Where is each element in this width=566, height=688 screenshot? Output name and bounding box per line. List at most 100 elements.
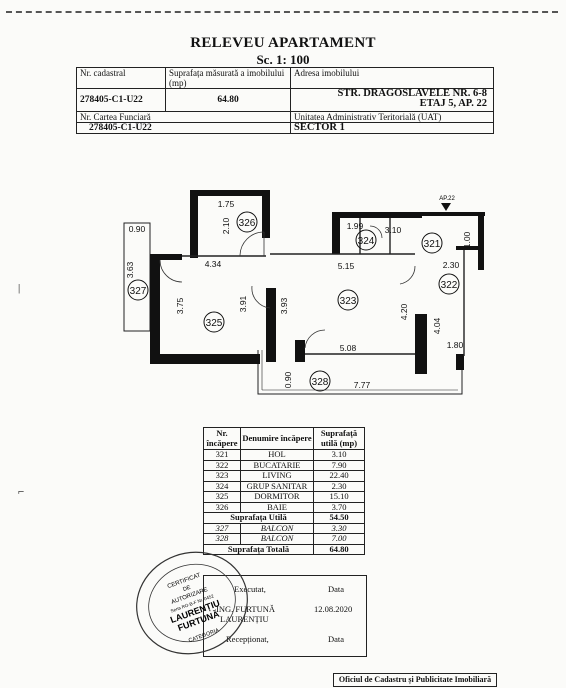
- top-dashed-border: [6, 11, 558, 13]
- door-arcs: [159, 225, 416, 349]
- office-label: Oficiul de Cadastru și Publicitate Imobi…: [333, 673, 497, 687]
- table-cell: HOL: [240, 449, 314, 461]
- svg-text:5.08: 5.08: [340, 343, 357, 353]
- svg-text:1.00: 1.00: [462, 231, 472, 248]
- svg-text:7.77: 7.77: [354, 380, 371, 390]
- useful-area-label: Suprafața Utilă: [203, 512, 314, 524]
- uat-label: Unitatea Administrativ Teritorială (UAT): [290, 111, 494, 123]
- svg-text:4.04: 4.04: [432, 317, 442, 334]
- table-cell: 327: [203, 522, 241, 534]
- date-value: 12.08.2020: [314, 604, 353, 614]
- svg-text:2.10: 2.10: [221, 217, 231, 234]
- address-label: Adresa imobilului: [290, 67, 494, 89]
- table-cell: 325: [203, 491, 241, 503]
- table-cell: 22.40: [313, 470, 365, 482]
- table-cell: 328: [203, 533, 241, 545]
- executed-label: Executat,: [234, 584, 266, 594]
- document-title: RELEVEU APARTAMENT: [190, 35, 376, 51]
- svg-text:2.30: 2.30: [443, 260, 460, 270]
- table-cell: 3.30: [313, 522, 365, 534]
- table-cell: 322: [203, 459, 241, 471]
- svg-text:0.90: 0.90: [283, 371, 293, 388]
- date-label-2: Data: [328, 634, 345, 644]
- table-cell: 323: [203, 470, 241, 482]
- cadastral-label: Nr. cadastral: [76, 67, 166, 89]
- table-cell: BALCON: [240, 522, 314, 534]
- svg-text:3.63: 3.63: [125, 261, 135, 278]
- table-cell: GRUP SANITAR: [240, 480, 314, 492]
- rooms-table: Nr. încăpere Denumire încăpere Suprafață…: [203, 427, 365, 555]
- floor-plan: AP.22 326 324 321 327 325 323 322 328 1.…: [123, 190, 485, 395]
- table-cell: BALCON: [240, 533, 314, 545]
- table-cell: 326: [203, 501, 241, 513]
- room-number-325: 325: [206, 318, 223, 329]
- land-book-label: Nr. Cartea Funciară: [76, 111, 291, 123]
- useful-area-value: 54.50: [313, 512, 365, 524]
- executor-name-1: ING. FURTUNĂ: [216, 604, 275, 614]
- svg-text:1.99: 1.99: [347, 221, 364, 231]
- table-cell: 7.90: [313, 459, 365, 471]
- svg-text:3.75: 3.75: [175, 297, 185, 314]
- rooms-header-nr: Nr. încăpere: [203, 427, 241, 450]
- table-cell: 3.70: [313, 501, 365, 513]
- rooms-header-area: Suprafață utilă (mp): [313, 427, 365, 450]
- uat-value: SECTOR 1: [290, 122, 494, 134]
- area-value: 64.80: [165, 88, 291, 112]
- svg-text:4.34: 4.34: [205, 259, 222, 269]
- room-number-328: 328: [312, 377, 329, 388]
- table-cell: 15.10: [313, 491, 365, 503]
- svg-text:3.91: 3.91: [238, 295, 248, 312]
- signature-box: Executat, Data ING. FURTUNĂ LAURENȚIU 12…: [203, 575, 367, 657]
- table-cell: LIVING: [240, 470, 314, 482]
- entry-label: AP.22: [439, 196, 455, 202]
- rooms-header-name: Denumire încăpere: [240, 427, 314, 450]
- balcony-328-outline: [257, 350, 463, 395]
- address-line2: ETAJ 5, AP. 22: [419, 98, 487, 109]
- land-book-value: 278405-C1-U22: [76, 122, 291, 134]
- room-number-324: 324: [358, 236, 375, 247]
- authorization-stamp: CERTIFICAT DE AUTORIZARE Seria RO-B-F Nr…: [136, 551, 248, 655]
- svg-text:5.15: 5.15: [338, 261, 355, 271]
- dimension-labels: 1.75 2.10 0.90 4.34 3.63 3.75 3.91 1.99 …: [125, 199, 472, 390]
- address-line1: STR. DRAGOSLAVELE NR. 6-8: [337, 88, 487, 99]
- room-number-321: 321: [424, 239, 441, 250]
- svg-text:1.80: 1.80: [447, 340, 464, 350]
- margin-mark: ⌐: [18, 486, 25, 498]
- table-cell: BUCATARIE: [240, 459, 314, 471]
- room-number-322: 322: [441, 280, 458, 291]
- executor-name-2: LAURENȚIU: [220, 614, 269, 624]
- room-number-326: 326: [239, 218, 256, 229]
- table-cell: 7.00: [313, 533, 365, 545]
- table-cell: BAIE: [240, 501, 314, 513]
- svg-text:1.75: 1.75: [218, 199, 235, 209]
- date-label: Data: [328, 584, 345, 594]
- walls: [150, 190, 485, 374]
- svg-text:CATEGORIA: CATEGORIA: [188, 627, 220, 644]
- table-cell: 2.30: [313, 480, 365, 492]
- scale-label: Sc. 1: 100: [256, 52, 310, 67]
- svg-text:3.93: 3.93: [279, 297, 289, 314]
- room-number-327: 327: [130, 286, 147, 297]
- table-cell: 321: [203, 449, 241, 461]
- total-area-value: 64.80: [313, 543, 365, 555]
- table-cell: 3.10: [313, 449, 365, 461]
- svg-text:0.90: 0.90: [129, 224, 146, 234]
- area-label: Suprafața măsurată a imobilului (mp): [165, 67, 291, 89]
- svg-text:3.10: 3.10: [385, 225, 402, 235]
- svg-text:DE: DE: [182, 585, 192, 593]
- entry-arrow-icon: [441, 203, 451, 211]
- margin-mark: |: [18, 282, 21, 294]
- cadastral-value: 278405-C1-U22: [76, 88, 166, 112]
- table-cell: 324: [203, 480, 241, 492]
- room-number-323: 323: [340, 296, 357, 307]
